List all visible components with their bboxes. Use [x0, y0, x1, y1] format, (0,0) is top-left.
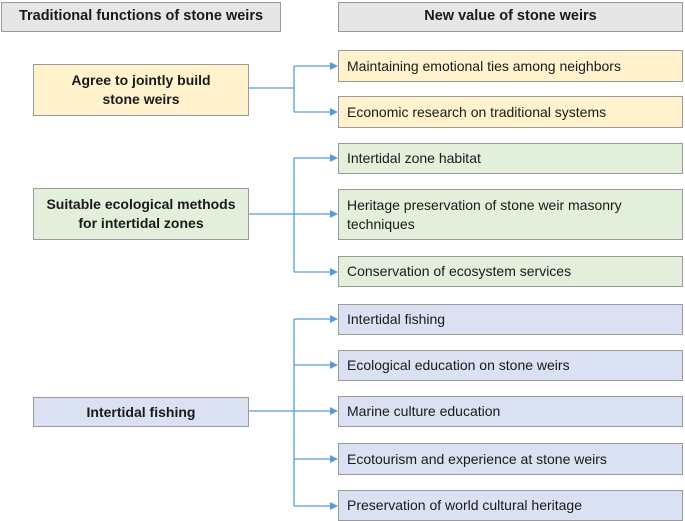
header-traditional-functions: Traditional functions of stone weirs	[1, 2, 281, 32]
traditional-function-intertidal-fishing: Intertidal fishing	[33, 397, 249, 427]
new-value-ecotourism: Ecotourism and experience at stone weirs	[338, 443, 683, 475]
traditional-function-ecological-methods: Suitable ecological methods for intertid…	[33, 188, 249, 240]
header-new-value: New value of stone weirs	[338, 2, 683, 32]
new-value-world-heritage: Preservation of world cultural heritage	[338, 490, 683, 521]
new-value-emotional-ties: Maintaining emotional ties among neighbo…	[338, 50, 683, 82]
new-value-intertidal-habitat: Intertidal zone habitat	[338, 143, 683, 174]
new-value-masonry-heritage: Heritage preservation of stone weir maso…	[338, 189, 683, 240]
new-value-ecosystem-services: Conservation of ecosystem services	[338, 256, 683, 287]
traditional-function-joint-build: Agree to jointly build stone weirs	[33, 64, 249, 116]
new-value-intertidal-fishing: Intertidal fishing	[338, 304, 683, 335]
new-value-economic-research: Economic research on traditional systems	[338, 96, 683, 128]
new-value-marine-culture: Marine culture education	[338, 396, 683, 427]
new-value-ecological-education: Ecological education on stone weirs	[338, 350, 683, 381]
